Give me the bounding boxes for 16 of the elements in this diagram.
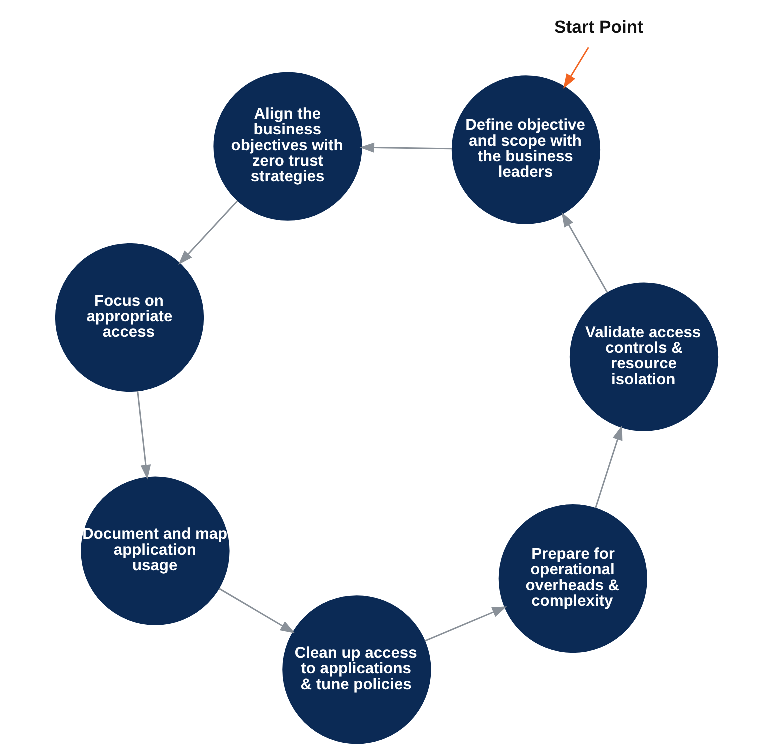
arrow bbox=[563, 47, 589, 89]
arrow bbox=[424, 606, 507, 642]
node-circle: Clean up access to applications & tune policies bbox=[282, 596, 431, 744]
node-circle: Define objective and scope with the business leaders bbox=[451, 76, 600, 224]
node-circle: Validate access controls & resource isolation bbox=[569, 282, 718, 432]
arrow bbox=[218, 588, 295, 634]
node-text: Start Point bbox=[554, 17, 643, 38]
node-circle: Align the business objectives with zero trust strategies bbox=[213, 72, 362, 221]
node-circle: Document and map application usage bbox=[80, 476, 230, 626]
arrow bbox=[178, 200, 238, 265]
arrow bbox=[136, 391, 151, 480]
arrow bbox=[561, 212, 608, 294]
node-circle: Focus on appropriate access bbox=[54, 243, 204, 392]
arrow bbox=[594, 426, 622, 509]
node-circle: Prepare for operational overheads & complexity bbox=[498, 504, 647, 654]
arrow bbox=[359, 142, 452, 153]
